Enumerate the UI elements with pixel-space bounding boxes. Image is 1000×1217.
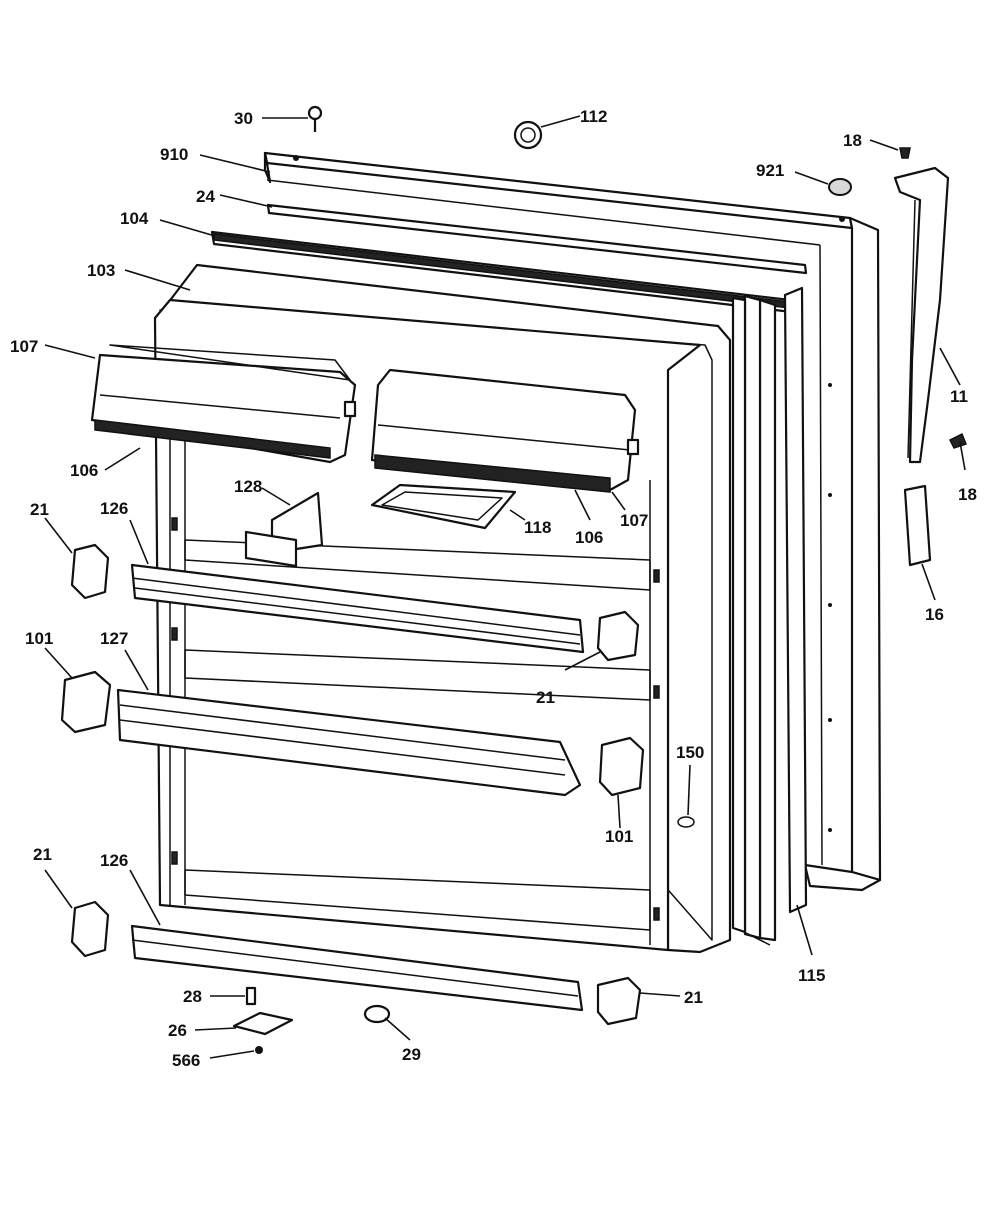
breaker-strip <box>783 286 808 914</box>
bottom-hardware <box>232 816 695 1054</box>
callout-566: 566 <box>172 1051 200 1070</box>
callout-18-top: 18 <box>843 131 862 150</box>
door-shelf-middle <box>116 688 582 797</box>
callout-29: 29 <box>402 1045 421 1064</box>
callout-106-left: 106 <box>70 461 98 480</box>
callout-118: 118 <box>524 518 551 537</box>
callout-921: 921 <box>756 161 784 180</box>
shelf-end-caps <box>60 543 645 1026</box>
leader-lines <box>44 115 966 1059</box>
callout-18-right: 18 <box>958 485 977 504</box>
callout-11: 11 <box>950 387 968 406</box>
door-shelf-upper <box>130 563 585 654</box>
callout-21-d: 21 <box>684 988 703 1007</box>
callout-910: 910 <box>160 145 188 164</box>
callout-26: 26 <box>168 1021 187 1040</box>
dairy-door-right <box>370 368 640 493</box>
egg-tray <box>370 483 517 530</box>
callout-101-left: 101 <box>25 629 53 648</box>
door-shelf-lower <box>130 924 584 1012</box>
top-fasteners <box>307 105 911 196</box>
callout-28: 28 <box>183 987 202 1006</box>
callout-107-left: 107 <box>10 337 38 356</box>
callout-128: 128 <box>234 477 262 496</box>
callout-112: 112 <box>580 107 607 126</box>
handle-trim <box>903 432 967 567</box>
callout-30: 30 <box>234 109 253 128</box>
callout-150: 150 <box>676 743 704 762</box>
callout-103: 103 <box>87 261 115 280</box>
door-gasket <box>210 203 808 946</box>
outer-door-panel <box>263 151 882 892</box>
callout-21-c: 21 <box>33 845 52 864</box>
door-handle <box>893 166 950 464</box>
callout-106-mid: 106 <box>575 528 603 547</box>
callout-16: 16 <box>925 605 944 624</box>
callout-127: 127 <box>100 629 128 648</box>
shelf-divider <box>244 491 324 568</box>
dairy-door-left <box>90 344 357 464</box>
callout-labels: 30 112 18 910 921 24 104 103 107 11 18 1… <box>10 107 977 1070</box>
callout-104: 104 <box>120 209 149 228</box>
callout-126-top: 126 <box>100 499 128 518</box>
callout-107-mid: 107 <box>620 511 648 530</box>
callout-126-bot: 126 <box>100 851 128 870</box>
callout-24: 24 <box>196 187 215 206</box>
callout-115: 115 <box>798 966 825 985</box>
callout-101-mid: 101 <box>605 827 633 846</box>
callout-21-b: 21 <box>536 688 555 707</box>
callout-21-a: 21 <box>30 500 49 519</box>
